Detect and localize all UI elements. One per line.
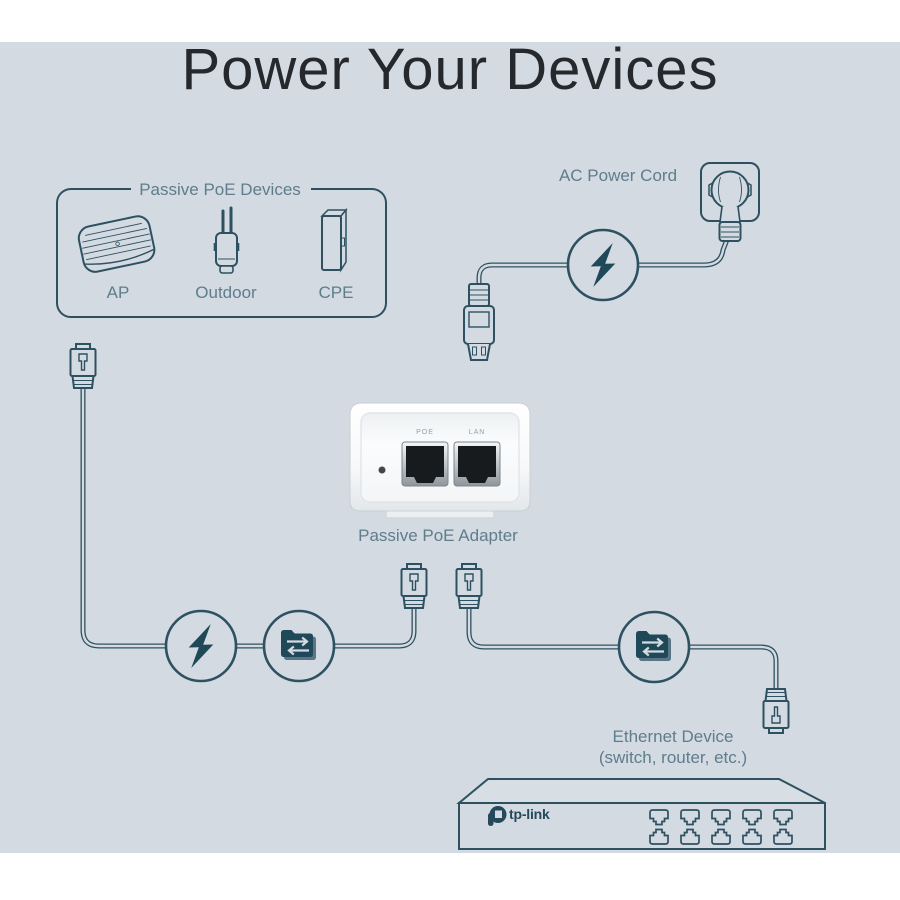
ethernet-switch-device bbox=[456, 778, 826, 850]
lightning-bolt-icon bbox=[568, 230, 638, 300]
adapter-poe-port bbox=[401, 441, 449, 487]
adapter-lan-port bbox=[453, 441, 501, 487]
adapter-led bbox=[378, 466, 386, 474]
power-cable-right bbox=[638, 240, 729, 268]
ethernet-device-label: Ethernet Device bbox=[612, 727, 734, 746]
tp-link-logo-icon bbox=[488, 806, 507, 826]
rj45-connector-icon bbox=[400, 563, 428, 609]
ap-label: AP bbox=[106, 283, 130, 302]
ethernet-cable-poe-port bbox=[334, 607, 417, 649]
lightning-bolt-icon bbox=[166, 611, 236, 681]
poe-port-label: POE bbox=[416, 429, 434, 436]
adapter-label: Passive PoE Adapter bbox=[358, 526, 518, 545]
outdoor-label: Outdoor bbox=[195, 283, 257, 302]
tp-link-brand-text: tp-link bbox=[509, 806, 550, 822]
rj45-connector-icon bbox=[69, 343, 97, 389]
ceiling-ap-icon bbox=[77, 215, 156, 273]
passive-poe-devices-box bbox=[56, 181, 387, 318]
power-cable-left bbox=[476, 262, 568, 285]
data-transfer-icon bbox=[264, 611, 334, 681]
rj45-connector-icon bbox=[455, 563, 483, 609]
page-title: Power Your Devices bbox=[181, 37, 719, 102]
lan-port-label: LAN bbox=[468, 429, 486, 436]
power-plug-icon bbox=[708, 170, 752, 242]
data-transfer-icon bbox=[619, 612, 689, 682]
ethernet-cable-left bbox=[80, 387, 167, 649]
poe-adapter-device bbox=[349, 402, 531, 519]
cpe-label: CPE bbox=[318, 283, 354, 302]
ethernet-cable-right bbox=[689, 644, 779, 691]
ac-connector-icon bbox=[463, 283, 495, 361]
ac-power-cord-label: AC Power Cord bbox=[558, 166, 678, 185]
outdoor-ap-icon bbox=[213, 206, 240, 274]
cpe-icon bbox=[320, 207, 348, 273]
poe-devices-box-label: Passive PoE Devices bbox=[139, 180, 301, 199]
ethernet-device-sublabel: (switch, router, etc.) bbox=[598, 748, 748, 767]
ethernet-cable-lan-port bbox=[466, 607, 619, 650]
